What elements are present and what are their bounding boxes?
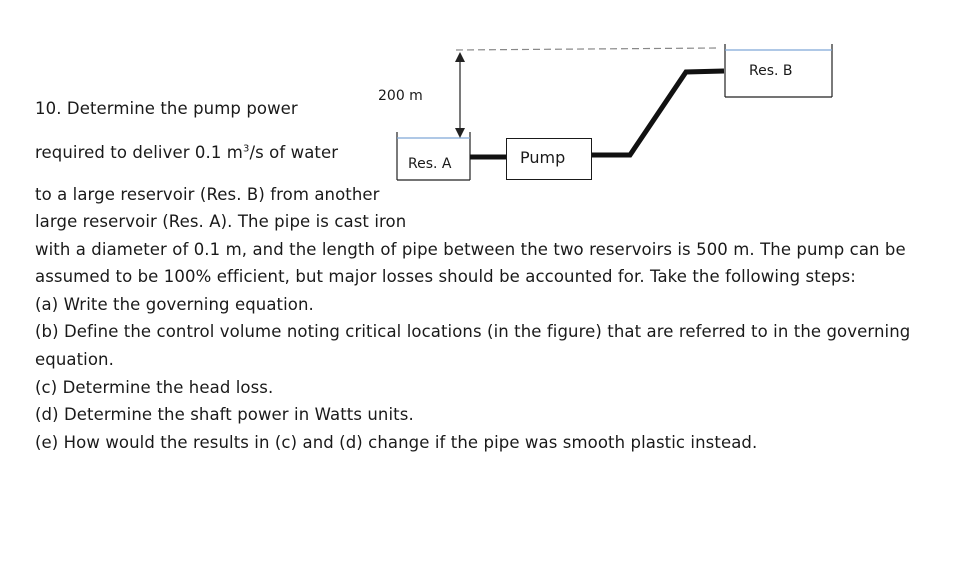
step-c: (c) Determine the head loss.	[35, 378, 274, 397]
problem-line-1: 10. Determine the pump power	[35, 99, 298, 118]
problem-line-2: required to deliver 0.1 m3/s of water	[35, 143, 339, 162]
step-a: (a) Write the governing equation.	[35, 295, 314, 314]
problem-line-4: large reservoir (Res. A). The pipe is ca…	[35, 212, 407, 231]
superscript-3: 3	[243, 143, 250, 155]
elevation-arrow	[455, 52, 465, 138]
reservoir-b-tank	[724, 44, 833, 98]
problem-line-6: assumed to be 100% efficient, but major …	[35, 267, 856, 286]
res-b-label: Res. B	[749, 63, 793, 79]
elevation-label: 200 m	[378, 88, 423, 104]
water-level-reference-line	[455, 47, 717, 51]
step-d: (d) Determine the shaft power in Watts u…	[35, 405, 414, 424]
pump-label: Pump	[520, 148, 566, 167]
pump-box	[506, 138, 592, 180]
pipe-pump-to-res-b	[592, 68, 725, 158]
problem-line-3: to a large reservoir (Res. B) from anoth…	[35, 185, 380, 204]
res-a-label: Res. A	[408, 156, 452, 172]
step-b-line-2: equation.	[35, 350, 114, 369]
step-b-line-1: (b) Define the control volume noting cri…	[35, 322, 911, 341]
problem-line-5: with a diameter of 0.1 m, and the length…	[35, 240, 906, 259]
step-e: (e) How would the results in (c) and (d)…	[35, 433, 758, 452]
